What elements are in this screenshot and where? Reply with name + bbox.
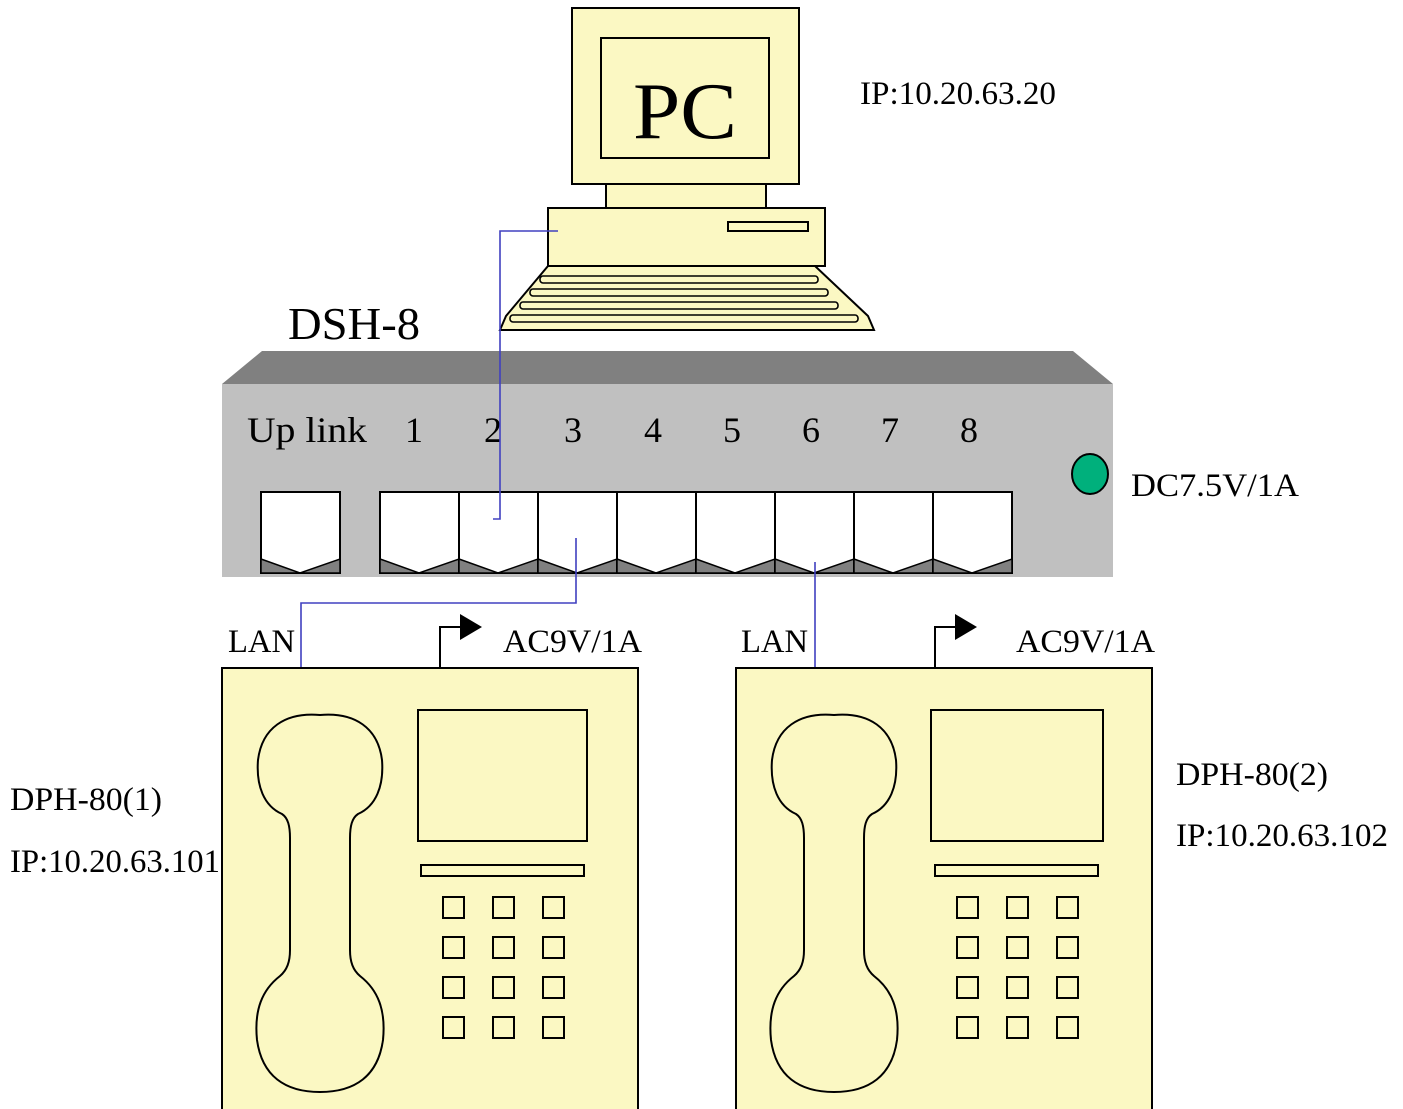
phone2-power-arrow-line — [934, 626, 955, 668]
phone2 — [735, 667, 1153, 1109]
keypad-key — [442, 936, 465, 959]
keypad-key — [956, 936, 979, 959]
keypad-key — [956, 1016, 979, 1039]
keypad-key — [492, 896, 515, 919]
keypad-key — [1006, 1016, 1029, 1039]
port-2 — [458, 491, 539, 574]
keypad-key — [442, 1016, 465, 1039]
phone1-handset — [255, 713, 385, 1094]
uplink-port — [260, 491, 341, 574]
port-label-2: 2 — [484, 410, 502, 450]
port-labels: 1 2 3 4 5 6 7 8 — [405, 410, 978, 450]
pc-keyboard-row — [529, 288, 829, 297]
port-label-6: 6 — [802, 410, 820, 450]
keypad-key — [492, 1016, 515, 1039]
switch-model-label: DSH-8 — [288, 298, 420, 349]
keypad-key — [956, 896, 979, 919]
port-label-8: 8 — [960, 410, 978, 450]
switch-top-face — [222, 351, 1113, 384]
port-label-3: 3 — [564, 410, 582, 450]
pc-screen — [600, 37, 770, 159]
phone2-power-label: AC9V/1A — [1016, 624, 1155, 660]
uplink-label: Up link — [247, 410, 367, 450]
phone1 — [221, 667, 639, 1109]
keypad-key — [1056, 1016, 1079, 1039]
keypad-key — [542, 1016, 565, 1039]
port-label-4: 4 — [644, 410, 662, 450]
keypad-key — [956, 976, 979, 999]
port-7 — [853, 491, 934, 574]
keypad-key — [1056, 936, 1079, 959]
pc-monitor-neck — [605, 183, 767, 209]
pc-base-unit — [547, 207, 826, 267]
port-label-1: 1 — [405, 410, 423, 450]
switch-power-label: DC7.5V/1A — [1131, 468, 1299, 504]
pc-keyboard-row — [539, 275, 819, 284]
pc-drive-slot — [727, 221, 809, 232]
phone1-power-arrow-line — [439, 626, 460, 668]
power-led — [1071, 453, 1109, 495]
pc: PC — [498, 7, 876, 331]
pc-to-port2-cable — [493, 230, 558, 520]
keypad-key — [492, 976, 515, 999]
port-4 — [616, 491, 697, 574]
port-1 — [379, 491, 460, 574]
keypad-key — [1056, 896, 1079, 919]
port-label-7: 7 — [881, 410, 899, 450]
phone2-handset — [769, 713, 899, 1094]
port-label-5: 5 — [723, 410, 741, 450]
keypad-key — [492, 936, 515, 959]
port-8 — [932, 491, 1013, 574]
phone1-display — [417, 709, 588, 842]
keypad-key — [1006, 976, 1029, 999]
pc-keyboard-row — [509, 314, 859, 323]
phone2-ip-label: IP:10.20.63.102 — [1176, 818, 1388, 854]
port-6 — [774, 491, 855, 574]
keypad-key — [1006, 896, 1029, 919]
phone2-indicator-bar — [934, 864, 1099, 877]
keypad-key — [442, 896, 465, 919]
keypad-key — [542, 936, 565, 959]
phone1-lan-label: LAN — [228, 624, 295, 660]
phone1-keypad — [442, 896, 565, 1039]
pc-ip-label: IP:10.20.63.20 — [860, 76, 1056, 112]
phone1-power-label: AC9V/1A — [503, 624, 642, 660]
pc-screen-label: PC — [633, 68, 737, 156]
phone2-name-label: DPH-80(2) — [1176, 757, 1328, 793]
phone2-power-arrow-icon — [955, 614, 977, 640]
keypad-key — [442, 976, 465, 999]
phone2-keypad — [956, 896, 1079, 1039]
phone1-name-label: DPH-80(1) — [10, 782, 162, 818]
phone1-indicator-bar — [420, 864, 585, 877]
keypad-key — [1056, 976, 1079, 999]
phone1-power-arrow-icon — [460, 614, 482, 640]
keypad-key — [1006, 936, 1029, 959]
port-3 — [537, 491, 618, 574]
phone2-display — [930, 709, 1104, 842]
keypad-key — [542, 896, 565, 919]
phone2-lan-label: LAN — [741, 624, 808, 660]
port-5 — [695, 491, 776, 574]
pc-keyboard-row — [519, 301, 839, 310]
keypad-key — [542, 976, 565, 999]
port3-to-phone1-cable — [300, 538, 577, 668]
phone1-ip-label: IP:10.20.63.101 — [10, 844, 220, 880]
